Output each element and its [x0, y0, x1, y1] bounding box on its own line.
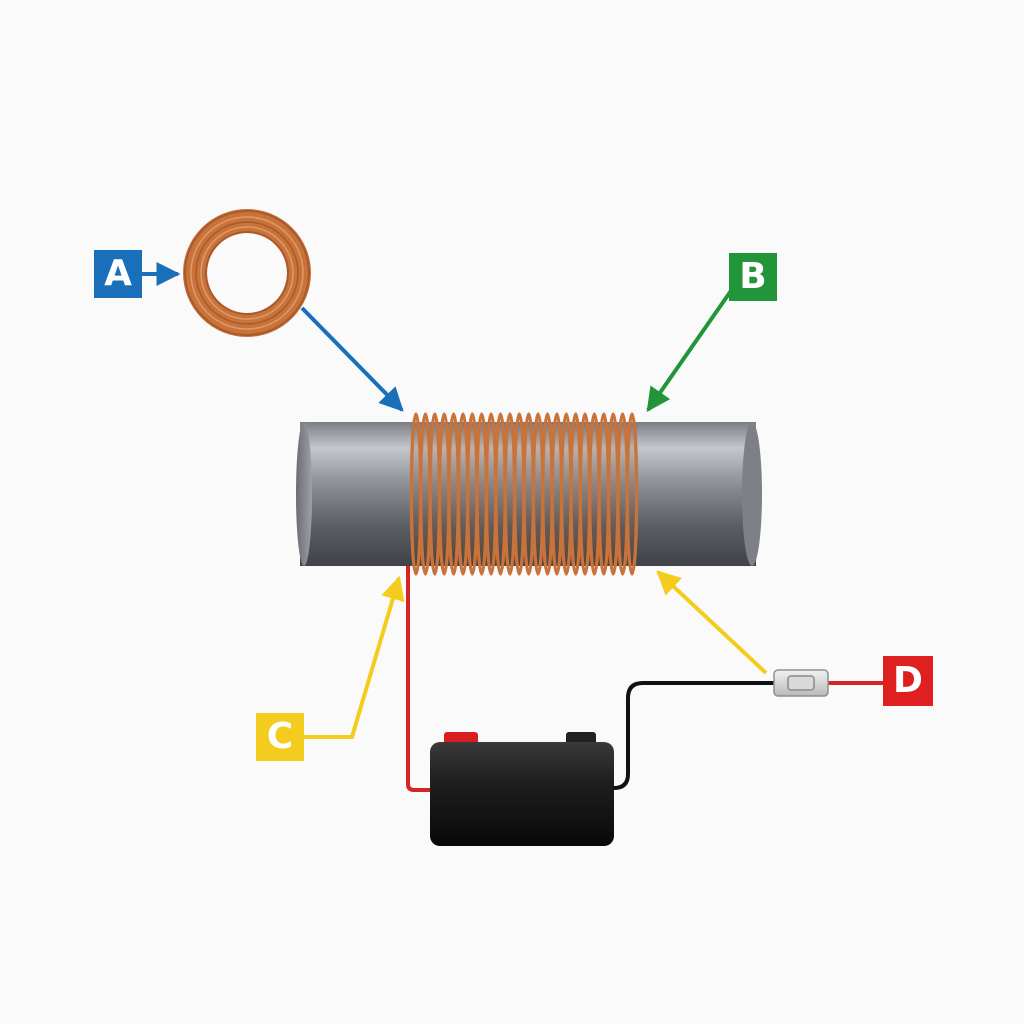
label-a: A — [94, 250, 142, 298]
black-wire — [613, 681, 774, 790]
iron-core-cylinder — [296, 422, 762, 566]
red-wire — [406, 566, 430, 792]
pointer-lines — [142, 262, 768, 739]
switch-icon — [773, 669, 829, 697]
wire-windings — [409, 412, 639, 576]
label-b: B — [729, 253, 777, 301]
pointer-a-to-coil — [300, 306, 404, 412]
label-c: C — [256, 713, 304, 761]
wires — [406, 566, 885, 792]
pointer-b — [646, 283, 737, 412]
winding-turn — [625, 412, 639, 576]
pointer-c — [304, 575, 405, 739]
label-d: D — [883, 656, 933, 706]
copper-wire-spool-icon — [183, 209, 311, 337]
battery-icon — [430, 732, 614, 846]
pointer-d — [656, 570, 768, 675]
